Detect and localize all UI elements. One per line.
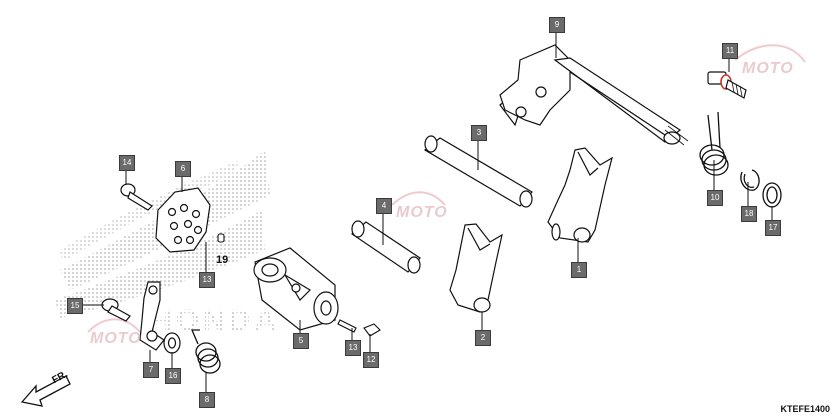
shift-fork-shaft-short: [351, 220, 421, 274]
stopper-bolt: [707, 71, 747, 99]
callout-3: 3: [471, 125, 487, 141]
callout-4: 4: [376, 198, 392, 214]
callout-12: 12: [363, 352, 379, 368]
drum-center-plate: [155, 187, 211, 253]
circlip: [740, 169, 760, 191]
callout-11: 11: [722, 43, 738, 59]
callout-19: 19: [216, 254, 229, 266]
shift-fork-center: [449, 223, 503, 313]
dowel-pin: [337, 319, 357, 333]
callout-9: 9: [549, 17, 565, 33]
stopper-arm-spring: [191, 329, 221, 374]
small-pin: [217, 233, 225, 243]
washer: [762, 182, 782, 208]
svg-text:HONDA: HONDA: [150, 304, 280, 337]
callout-2: 2: [475, 330, 491, 346]
callout-1: 1: [571, 262, 587, 278]
watermark-text-left: MOTO: [90, 330, 142, 347]
shift-fork-shaft-long: [423, 135, 533, 208]
callout-14: 14: [119, 155, 135, 171]
callout-18: 18: [741, 206, 757, 222]
callout-10: 10: [707, 190, 723, 206]
callout-5: 5: [293, 333, 309, 349]
stopper-arm-washer: [163, 332, 181, 354]
shift-drum: [253, 247, 339, 331]
watermark-text: MOTO: [742, 60, 794, 77]
shift-fork-right: [547, 147, 613, 243]
callout-13-bottom: 13: [345, 340, 361, 356]
leader-lines: [82, 30, 773, 392]
stopper-pin: [363, 323, 381, 337]
front-direction-arrow-icon: [20, 375, 71, 407]
watermark-text-center: MOTO: [396, 204, 448, 221]
diagram-code: KTEFE1400: [780, 404, 830, 414]
stopper-arm: [139, 281, 165, 351]
callout-8: 8: [199, 392, 215, 408]
shift-spindle-shaft: [499, 44, 689, 146]
center-plate-bolt: [120, 183, 153, 211]
callout-13-top: 13: [199, 272, 215, 288]
callout-7: 7: [143, 362, 159, 378]
stopper-arm-bolt: [101, 298, 131, 322]
watermark-swoosh: [87, 44, 806, 333]
callout-15: 15: [67, 298, 83, 314]
callout-16: 16: [165, 368, 181, 384]
callout-6: 6: [175, 161, 191, 177]
callout-17: 17: [765, 220, 781, 236]
